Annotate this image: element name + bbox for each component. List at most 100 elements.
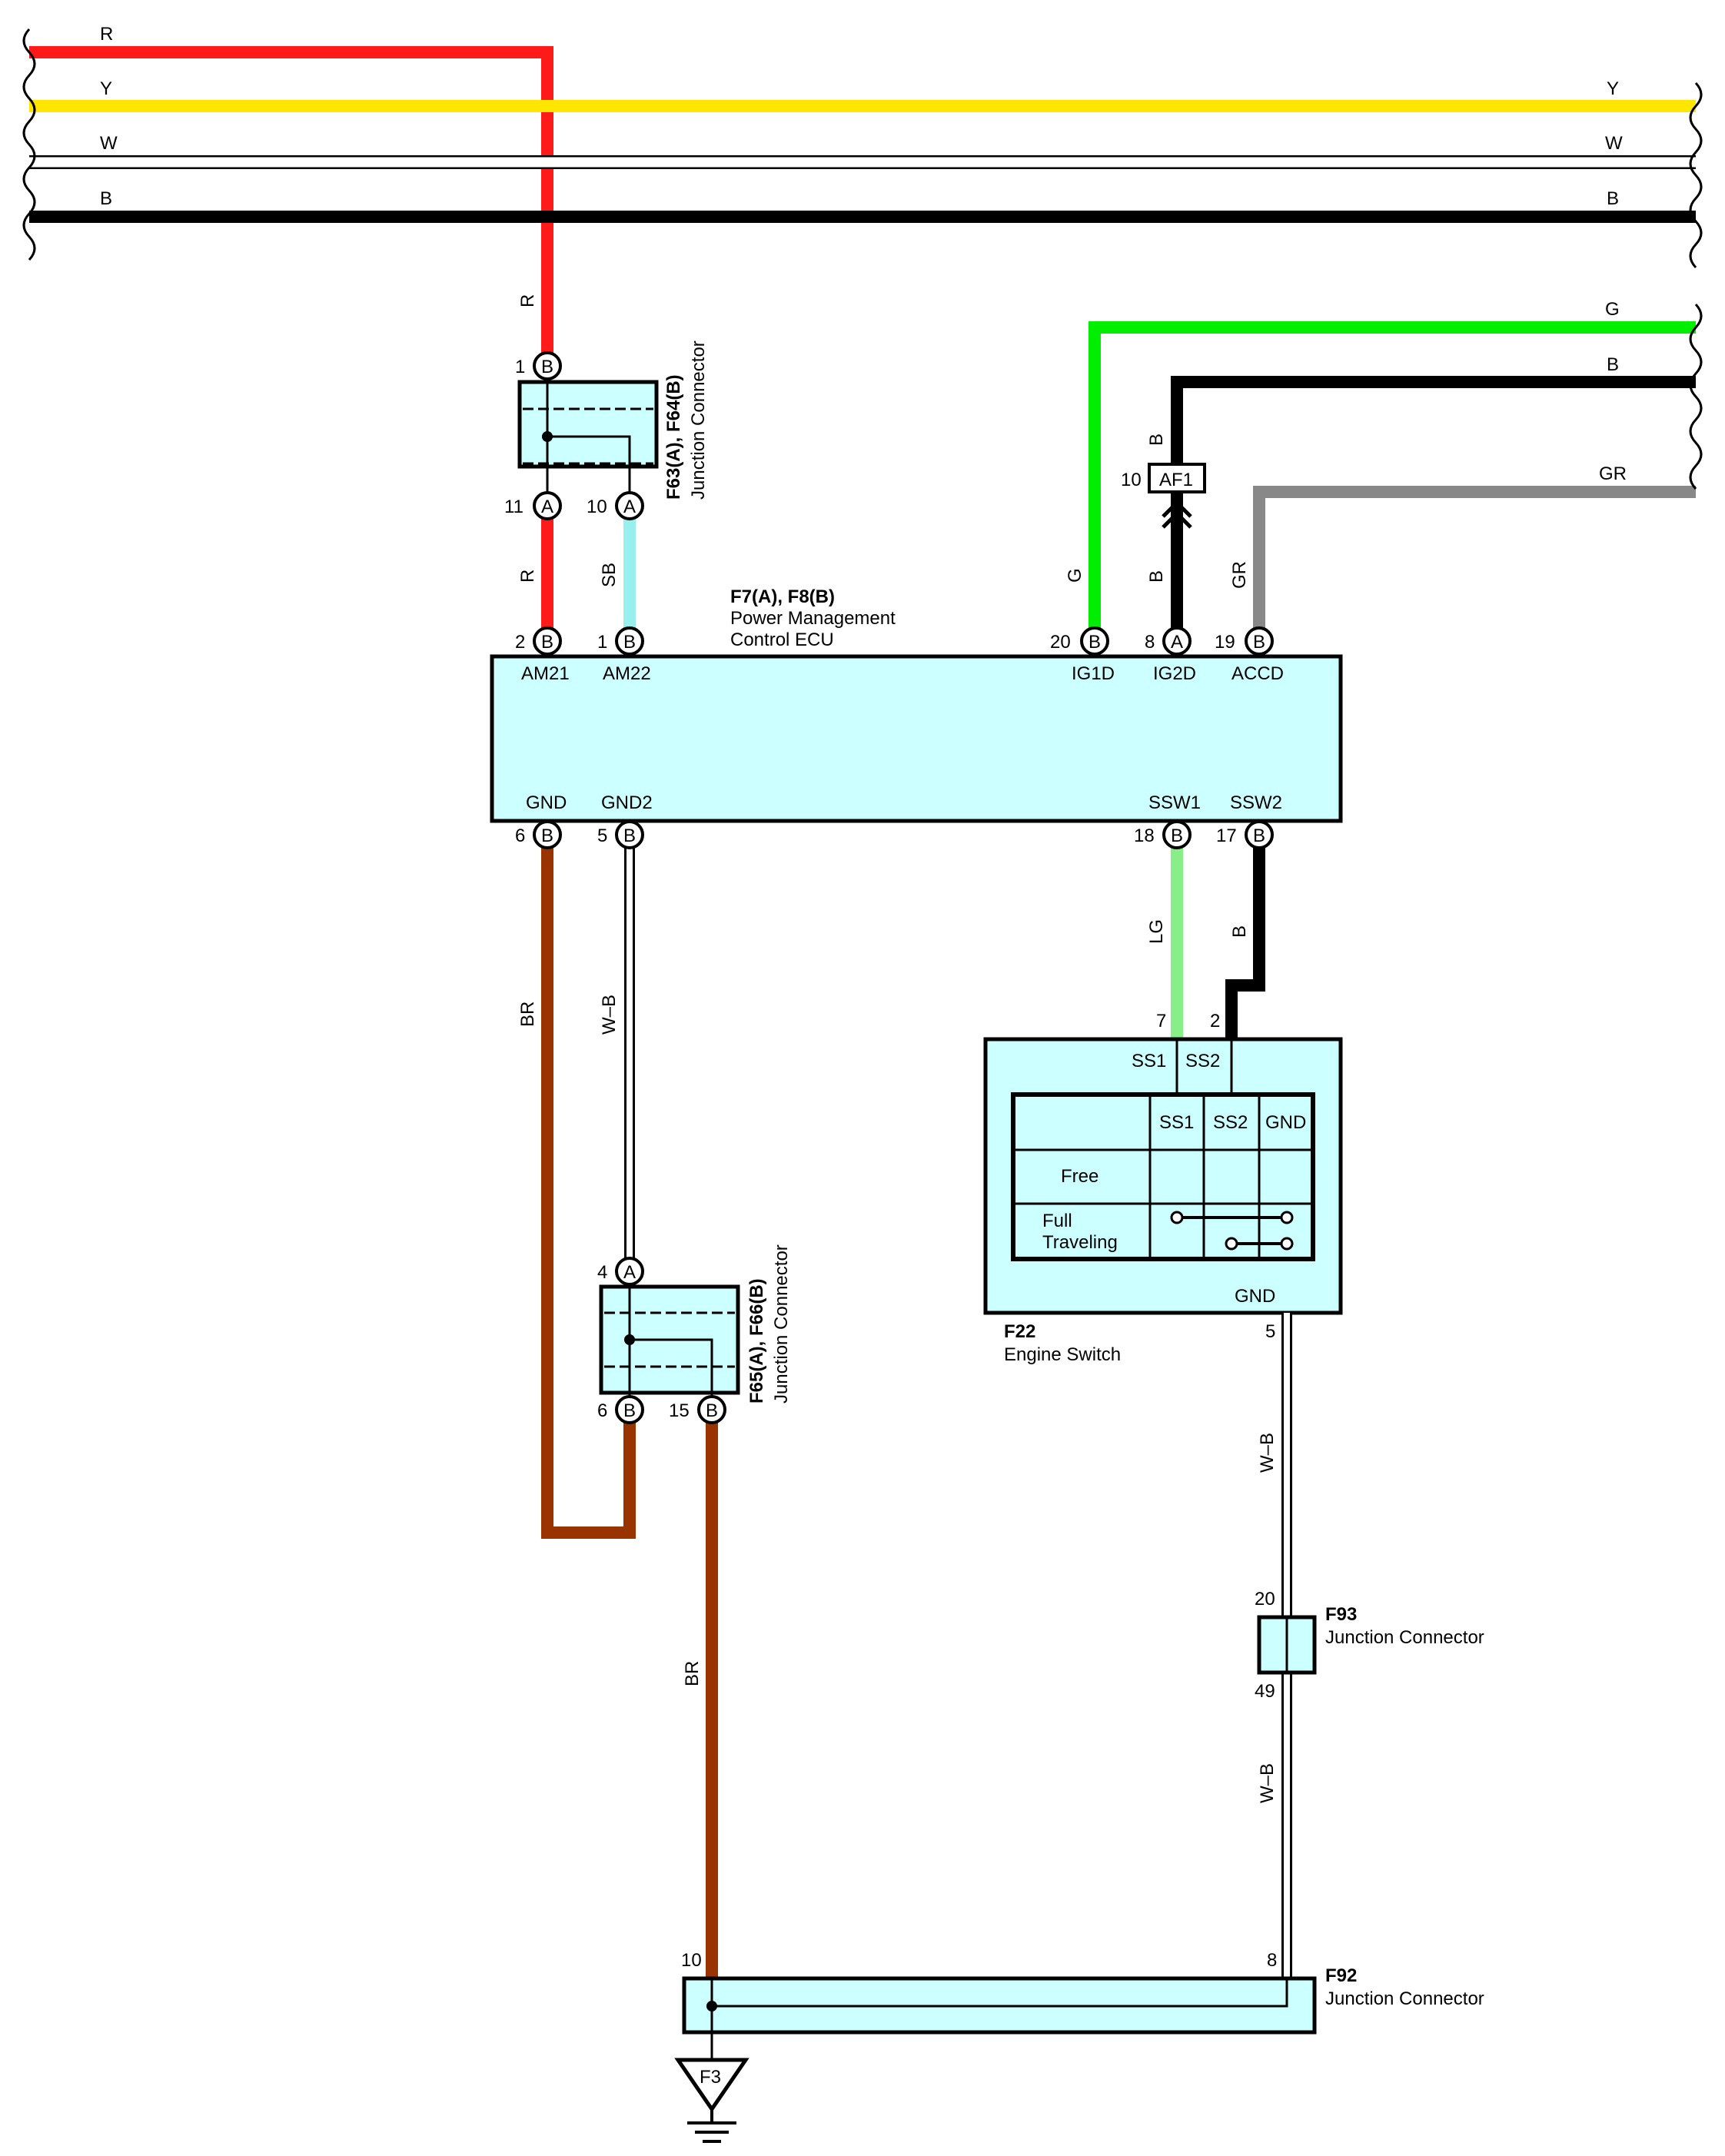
ecu-pin-ig1d: B 20: [1050, 626, 1109, 656]
ground-symbol: F3: [674, 2058, 749, 2143]
jc-top-box: [517, 380, 659, 469]
af1-label: AF1: [1159, 470, 1193, 490]
wire-label-lg: LG: [1146, 919, 1167, 944]
svg-text:A: A: [1171, 632, 1183, 653]
es-pin-gnd: 5: [1265, 1321, 1275, 1342]
f93-pin-top: 20: [1255, 1589, 1275, 1610]
svg-text:B: B: [623, 632, 636, 653]
wire-g: [1089, 321, 1696, 641]
svg-text:6: 6: [515, 826, 525, 846]
ecu-term-ssw2: SSW2: [1230, 792, 1282, 813]
wire-label-wb-right2: W–B: [1257, 1763, 1278, 1803]
af1-box: [1148, 463, 1206, 493]
jc-top-title: F63(A), F64(B): [663, 374, 684, 500]
f92-pin-right: 8: [1267, 1950, 1277, 1971]
jc-mid-subtitle: Junction Connector: [771, 1244, 792, 1404]
svg-text:10: 10: [587, 497, 607, 517]
svg-text:A: A: [623, 497, 636, 517]
svg-text:B: B: [541, 632, 553, 653]
engine-switch-title: F22: [1004, 1321, 1035, 1342]
wire-label-wb-left: W–B: [599, 995, 620, 1035]
switch-header-ss2: SS2: [1213, 1112, 1248, 1133]
ecu-term-gnd: GND: [526, 792, 567, 813]
af1-chevrons: [1162, 500, 1192, 529]
wire-label-gr: GR: [1229, 561, 1250, 589]
f92-subtitle: Junction Connector: [1325, 1988, 1484, 2009]
right-label-g: G: [1605, 299, 1620, 320]
f92-pin-left: 10: [681, 1950, 702, 1971]
bus-label-w: W: [100, 133, 118, 154]
svg-text:6: 6: [597, 1400, 607, 1421]
wire-label-br-bottom: BR: [682, 1661, 703, 1686]
jc-top-pin-in: B 1: [515, 351, 562, 380]
bus-label-w-right: W: [1605, 133, 1623, 154]
svg-text:18: 18: [1134, 826, 1155, 846]
break-mark-right-2: [1689, 303, 1703, 490]
wire-gr: [1253, 486, 1696, 641]
ecu-line1: Power Management: [730, 608, 896, 629]
jc-mid-pin-out2: B 15: [669, 1395, 726, 1424]
wire-label-b-ssw2: B: [1229, 925, 1250, 938]
ecu-term-ig1d: IG1D: [1072, 663, 1115, 684]
break-mark-right: [1689, 81, 1703, 269]
svg-text:11: 11: [504, 497, 523, 517]
af1-pin-num: 10: [1121, 470, 1142, 490]
ecu-pin-gnd2: B 5: [597, 820, 644, 849]
svg-text:A: A: [541, 497, 553, 517]
ecu-title: F7(A), F8(B): [730, 586, 835, 607]
jc-mid-pin-in: A 4: [597, 1257, 644, 1286]
svg-text:B: B: [1171, 826, 1183, 846]
wire-label-br-left: BR: [517, 1002, 538, 1027]
ecu-term-am21: AM21: [521, 663, 570, 684]
switch-row-full: Full: [1042, 1211, 1072, 1231]
svg-text:20: 20: [1050, 632, 1071, 653]
es-pin-ss2: 2: [1210, 1011, 1220, 1031]
ecu-term-ssw1: SSW1: [1148, 792, 1201, 813]
svg-text:2: 2: [515, 632, 525, 653]
svg-text:8: 8: [1145, 632, 1155, 653]
bus-label-b: B: [100, 188, 112, 209]
bus-label-r: R: [100, 24, 113, 45]
ecu-pin-am21: B 2: [515, 626, 562, 656]
svg-text:A: A: [623, 1262, 636, 1283]
switch-row-free: Free: [1061, 1166, 1098, 1187]
switch-contacts: [1170, 1211, 1294, 1251]
right-input-wires: G B GR: [1089, 299, 1703, 641]
bus-wires: R Y W B Y W B: [22, 24, 1703, 357]
pins: B 1 A 11 A 10 B 2 B 1 B 20 A 8 B 1: [504, 351, 1274, 1424]
wire-label-b-af1-top: B: [1146, 434, 1167, 446]
wire-label-g: G: [1065, 568, 1085, 583]
wire-label-b-af1-bottom: B: [1146, 570, 1167, 583]
svg-text:17: 17: [1216, 826, 1237, 846]
wire-label-sb: SB: [599, 563, 620, 587]
svg-text:B: B: [623, 1400, 636, 1421]
lower-left-wires: [541, 835, 718, 1978]
wire-label-wb-right1: W–B: [1257, 1433, 1278, 1473]
svg-text:B: B: [1089, 632, 1101, 653]
ground-label: F3: [700, 2067, 721, 2088]
f93-title: F93: [1325, 1604, 1357, 1625]
switch-table: [1011, 1092, 1315, 1261]
ecu-pin-ssw1: B 18: [1134, 820, 1192, 849]
ecu-box: [490, 654, 1343, 823]
jc-mid-pin-out1: B 6: [597, 1395, 644, 1424]
f92-title: F92: [1325, 1965, 1357, 1986]
ecu-pin-ig2d: A 8: [1145, 626, 1192, 656]
ecu-term-ig2d: IG2D: [1153, 663, 1196, 684]
svg-text:19: 19: [1215, 632, 1235, 653]
switch-row-traveling: Traveling: [1042, 1232, 1118, 1253]
es-pin-ss1: 7: [1156, 1011, 1166, 1031]
junction-connector-mid: F65(A), F66(B) Junction Connector: [599, 1244, 792, 1410]
es-term-gnd: GND: [1235, 1286, 1275, 1307]
ecu-term-accd: ACCD: [1231, 663, 1284, 684]
wire-labels: R R SB G B B GR BR W–B LG B BR W–B W–B: [517, 294, 1278, 1803]
svg-text:1: 1: [515, 357, 525, 377]
wire-b-ssw2: [1225, 835, 1265, 1039]
svg-text:B: B: [623, 826, 636, 846]
svg-text:B: B: [541, 357, 553, 377]
switch-header-gnd: GND: [1265, 1112, 1306, 1133]
es-term-ss1: SS1: [1132, 1051, 1166, 1071]
junction-connector-top: F63(A), F64(B) Junction Connector: [517, 341, 709, 641]
jc-top-pin-out1: A 11: [504, 491, 562, 520]
f92-junction: 10 8 F92 Junction Connector: [681, 1950, 1484, 2060]
